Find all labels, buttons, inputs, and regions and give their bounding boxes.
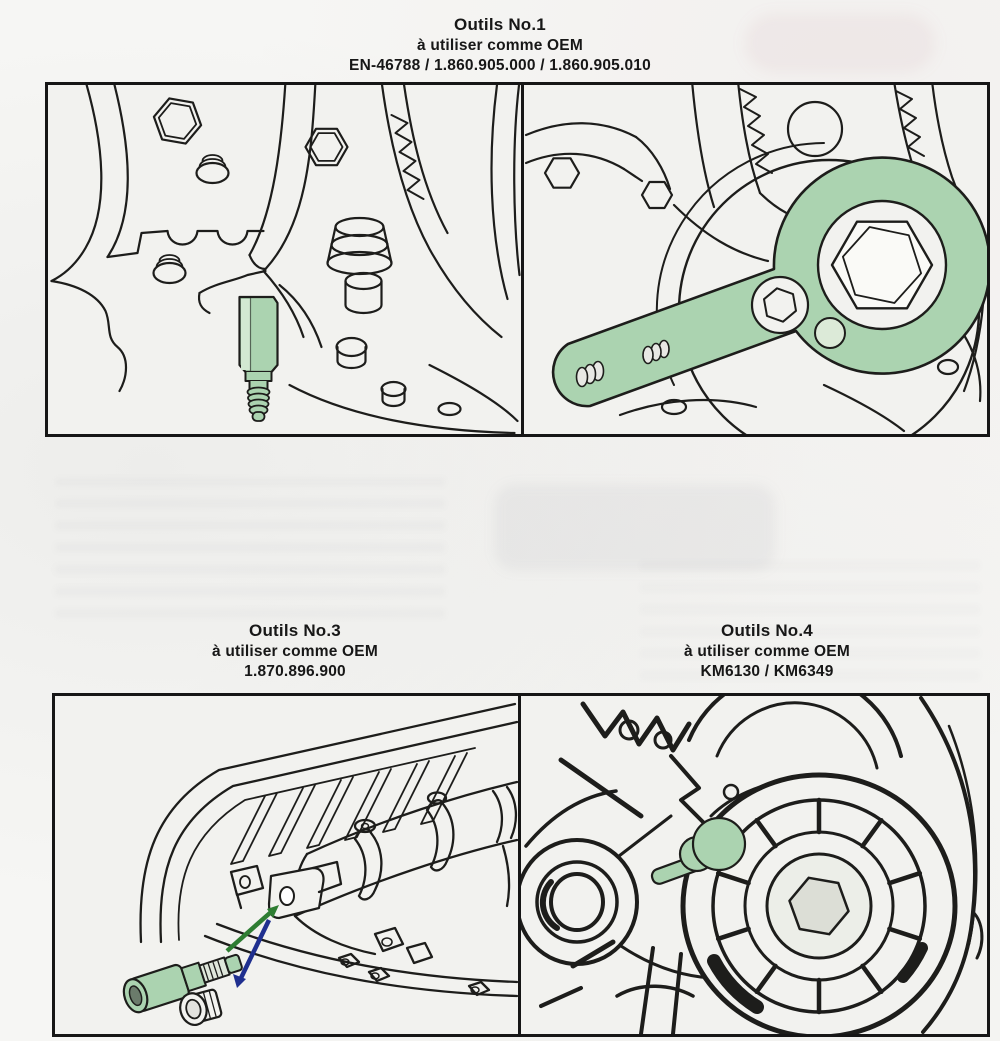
camshaft-housing-setting-tool-illustration [55,696,518,1034]
section-tool3-caption: Outils No.3 à utiliser comme OEM 1.870.8… [75,621,515,682]
setting-pin-tool [120,946,246,1016]
tool3-tool4-figure-panel [52,693,990,1037]
tool1-figure-panel [45,82,990,437]
page-bleed-through [495,485,775,570]
pointer-arrow-green [227,905,279,951]
sprocket-holding-wrench-illustration [524,85,987,434]
tool3-usage-note: à utiliser comme OEM [212,643,378,660]
tool1-part-numbers: EN-46788 / 1.860.905.000 / 1.860.905.010 [349,57,651,74]
figure-sprocket-holding-wrench [524,85,987,434]
tool4-part-numbers: KM6130 / KM6349 [700,663,834,680]
figure-crank-pulley-pin [521,696,987,1034]
crank-pulley [683,775,955,1034]
tool3-part-numbers: 1.870.896.900 [244,663,346,680]
cap-bolt [177,987,223,1028]
tool4-title: Outils No.4 [721,621,813,640]
section-tool1-caption: Outils No.1 à utiliser comme OEM EN-4678… [0,15,1000,76]
panel-divider [521,85,524,434]
holding-wrench-tool [553,158,987,407]
section-tool4-caption: Outils No.4 à utiliser comme OEM KM6130 … [547,621,987,682]
tool4-usage-note: à utiliser comme OEM [684,643,850,660]
pulley-pin-tool [650,818,745,886]
tool3-title: Outils No.3 [249,621,341,640]
figure-crank-locking-pin [48,85,521,434]
tool1-title: Outils No.1 [454,15,546,34]
pointer-arrow-blue [233,920,269,988]
figure-camshaft-setting-tool [55,696,518,1034]
engine-block-locking-pin-illustration [48,85,521,434]
page-bleed-through [55,478,445,618]
panel-divider [518,696,521,1034]
locking-pin-tool [240,297,278,421]
tool1-usage-note: à utiliser comme OEM [417,37,583,54]
crankshaft-pulley-pin-illustration [521,696,987,1034]
